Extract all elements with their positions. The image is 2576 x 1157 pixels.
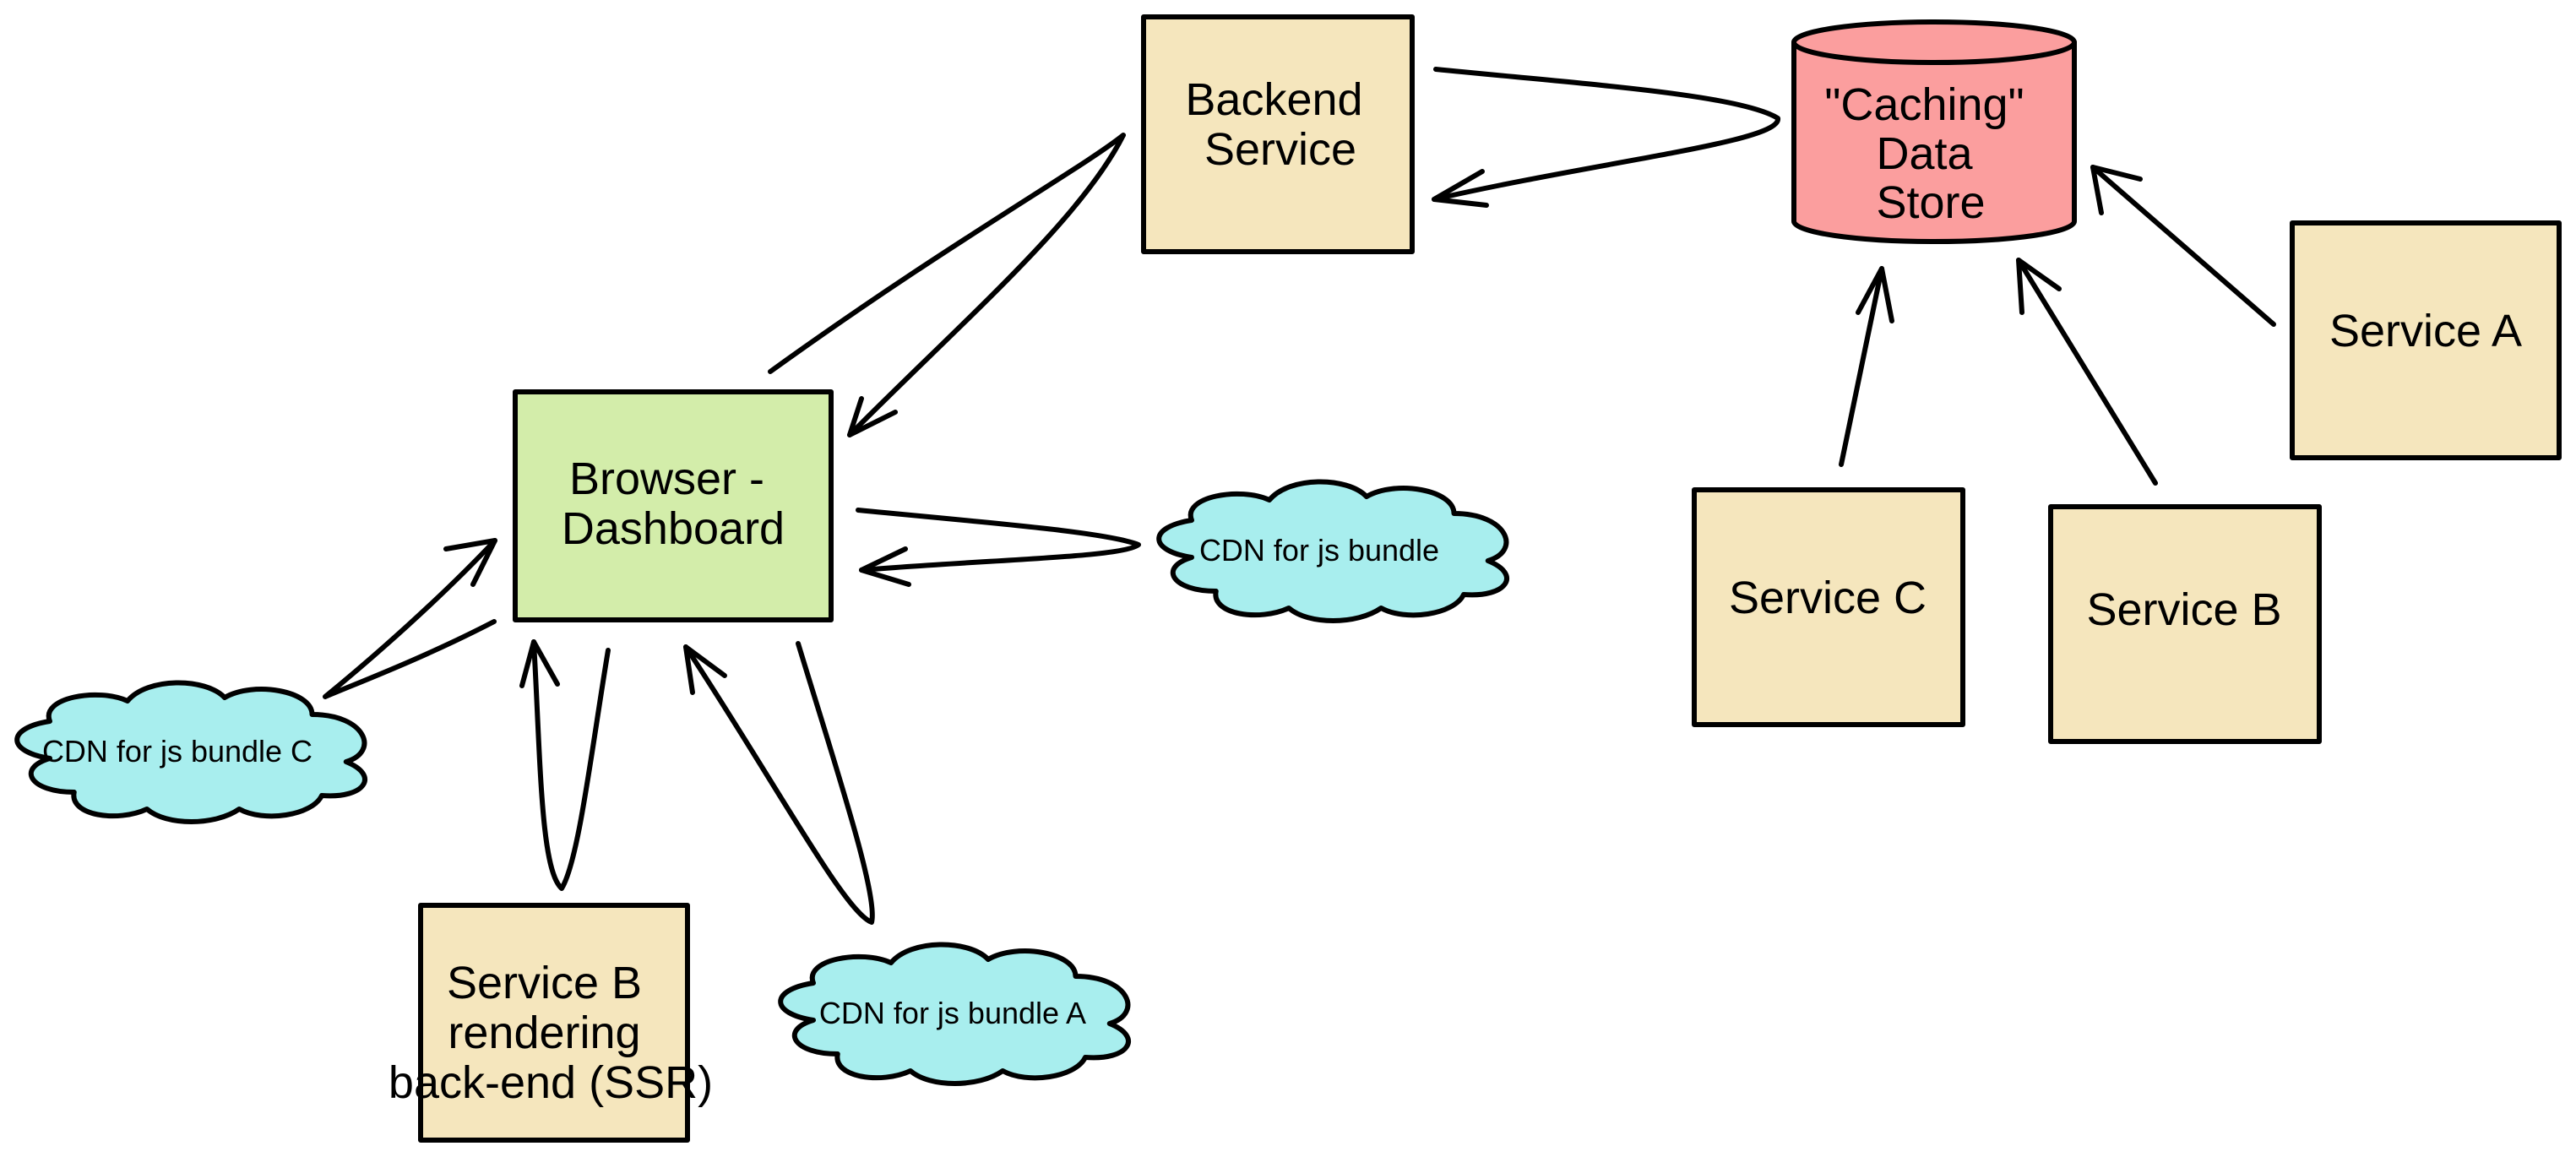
cdn-bundle-cloud-node[interactable] xyxy=(1159,481,1507,621)
service-c-node[interactable]: Service C xyxy=(1692,487,1965,727)
edge-service-b-cache xyxy=(2016,258,2158,486)
edge-cdn-bundle-c-browser xyxy=(323,538,497,699)
service-b-box xyxy=(2048,504,2322,744)
ssr-backend-box xyxy=(418,903,690,1143)
service-b-label: Service B xyxy=(2086,584,2281,635)
arrowhead-service-b-cache xyxy=(2016,258,2062,315)
edge-ssr-browser xyxy=(531,639,611,891)
cdn-bundle-c-cloud-node[interactable] xyxy=(17,682,365,822)
edge-service-a-cache xyxy=(2090,165,2276,327)
arrowhead-service-a-cache xyxy=(2090,165,2143,215)
service-a-node[interactable]: Service A xyxy=(2290,220,2562,460)
service-a-label: Service A xyxy=(2329,306,2522,356)
arrowhead-service-c-cache xyxy=(1856,266,1894,323)
nodes: Backend Service "Caching" Data Store Ser… xyxy=(17,14,2562,1143)
arrowhead-cdn-bundle-c-browser xyxy=(443,538,497,587)
cloud-shape xyxy=(780,944,1128,1084)
cdn-bundle-label: CDN for js bundle xyxy=(1199,533,1439,568)
browser-dashboard-box xyxy=(513,389,834,622)
browser-dashboard-node[interactable]: Browser - Dashboard xyxy=(513,389,834,622)
service-c-box xyxy=(1692,487,1965,727)
cdn-bundle-c-label: CDN for js bundle C xyxy=(42,734,312,769)
arrowhead-browser-backend xyxy=(847,396,898,437)
edges xyxy=(323,67,2276,925)
ssr-backend-label: Service B rendering back-end (SSR) xyxy=(389,958,713,1108)
backend-service-box xyxy=(1141,14,1415,254)
cloud-shape xyxy=(1159,481,1507,621)
database-cylinder-body xyxy=(1791,40,2077,244)
browser-dashboard-label: Browser - Dashboard xyxy=(562,454,785,554)
cloud-shape xyxy=(17,682,365,822)
edge-service-c-cache xyxy=(1839,266,1884,467)
service-c-label: Service C xyxy=(1729,573,1927,623)
arrowhead-cdn-bundle-a-browser xyxy=(683,644,727,695)
service-a-box xyxy=(2290,220,2562,460)
service-b-node[interactable]: Service B xyxy=(2048,504,2322,744)
edge-cdn-bundle-browser xyxy=(856,508,1141,573)
cdn-bundle-a-label: CDN for js bundle A xyxy=(819,996,1086,1030)
backend-service-node[interactable]: Backend Service xyxy=(1141,14,1415,254)
ssr-backend-node[interactable]: Service B rendering back-end (SSR) xyxy=(389,903,713,1143)
backend-service-label: Backend Service xyxy=(1185,74,1375,175)
caching-data-store-node[interactable]: "Caching" Data Store xyxy=(1791,19,2077,244)
caching-data-store-label: "Caching" Data Store xyxy=(1824,79,2036,228)
arrowhead-backend-cache xyxy=(1432,169,1489,208)
arrowhead-ssr-browser xyxy=(519,639,560,688)
arrowhead-cdn-bundle-browser xyxy=(859,546,911,587)
cdn-bundle-a-cloud-node[interactable] xyxy=(780,944,1128,1084)
edge-backend-cache xyxy=(1432,67,1780,202)
edge-cdn-bundle-a-browser xyxy=(683,641,875,925)
edge-browser-backend xyxy=(768,133,1126,437)
database-cylinder-top xyxy=(1791,19,2077,65)
